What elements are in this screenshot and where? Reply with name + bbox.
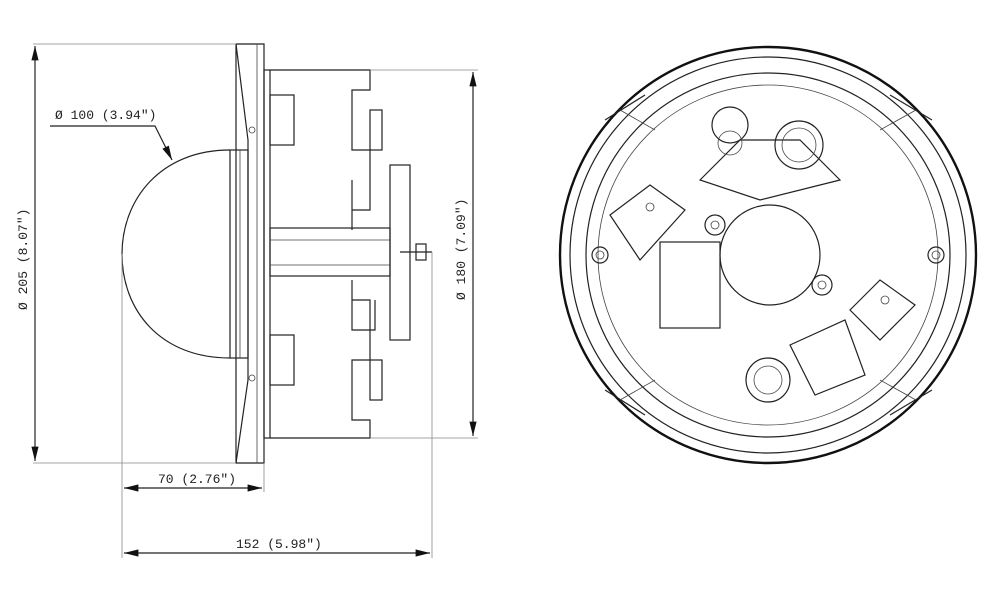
- overall-depth-label: 152 (5.98"): [236, 537, 322, 552]
- screw-left: [591, 246, 609, 264]
- overall-diameter-label: Ø 205 (8.07"): [16, 209, 31, 310]
- cable-gland-bottom: [745, 357, 791, 403]
- cable-gland-left: [711, 106, 749, 144]
- side-view: Ø 100 (3.94") Ø 205 (8.07") Ø 180 (7.09"…: [16, 43, 478, 558]
- cable-plate: [698, 139, 842, 201]
- screw-right: [927, 246, 945, 264]
- dome-diameter-label: Ø 100 (3.94"): [55, 108, 156, 123]
- center-opening: [719, 204, 821, 306]
- dome-depth-label: 70 (2.76"): [158, 472, 236, 487]
- dome: [121, 149, 231, 359]
- mount-pipe: [269, 227, 391, 277]
- body-diameter-label: Ø 180 (7.09"): [454, 199, 469, 300]
- rear-view: [558, 45, 978, 465]
- camera-body: [270, 69, 371, 439]
- cable-gland-right: [774, 120, 824, 170]
